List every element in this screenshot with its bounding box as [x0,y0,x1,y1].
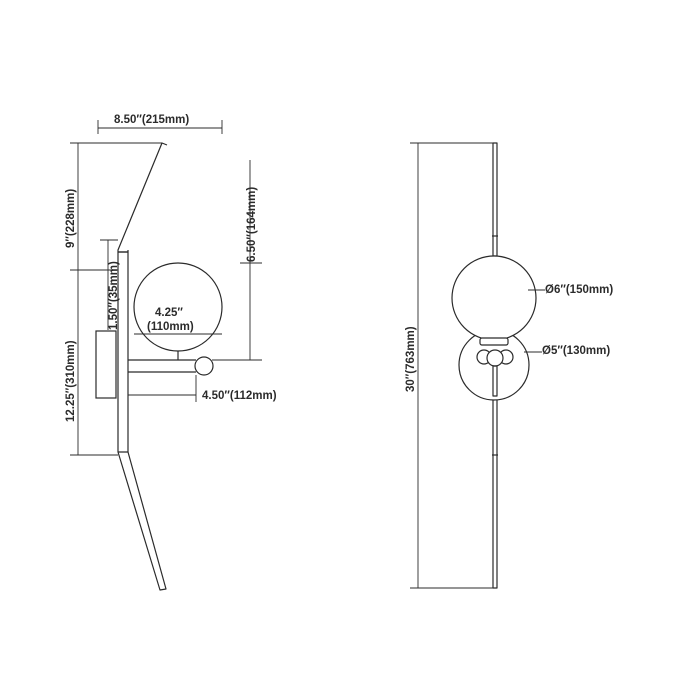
dim-globe-label-in: 4.25″ [155,307,183,319]
front-knob-center [486,349,504,367]
side-bottom-arm [117,451,167,591]
dim-extension-label: 4.50″(112mm) [202,390,277,402]
front-globe [451,255,537,341]
front-view: 30″(763mm) Ø6″(150mm) Ø5″(130mm) [405,142,613,589]
dim-overall-label: 30″(763mm) [405,326,417,392]
dim-globe-height-label: 6.50″(164mm) [246,187,258,262]
side-stem [117,251,129,453]
dim-globe-label-mm: (110mm) [147,321,194,333]
side-view: 8.50″(215mm) 9″(228mm) 12.25″(310mm) 1.5… [65,114,277,591]
dim-backplate-label: 12.25″(310mm) [65,340,77,422]
dim-front-globe-label: Ø6″(150mm) [545,284,613,296]
front-lower-rod [492,395,498,589]
side-top-arm [117,142,168,253]
front-globe-cap [479,337,509,346]
dim-width-label: 8.50″(215mm) [114,114,189,126]
dim-front-backplate-label: Ø5″(130mm) [542,345,610,357]
dim-top-arm-label: 9″(228mm) [65,189,77,248]
side-knob [194,356,214,376]
side-backplate [95,330,117,399]
front-upper-rod [492,142,498,257]
dim-offset-label: 1.50″(35mm) [108,261,120,330]
front-center-stem [492,365,498,397]
